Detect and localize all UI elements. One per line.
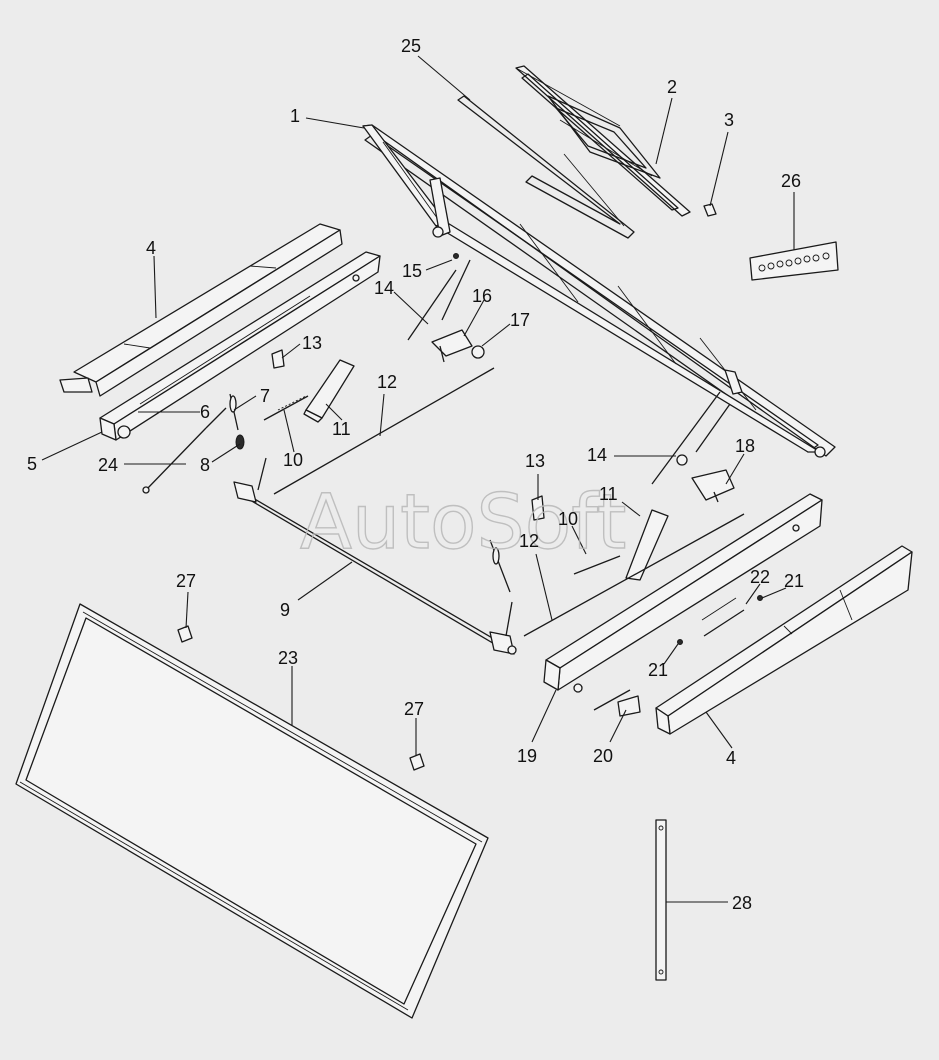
callout-14-upper: 14 [374,278,394,298]
callout-6: 6 [200,402,210,422]
callout-18: 18 [735,436,755,456]
part-26-terminal-plate [749,241,839,281]
part-4-cover-strip-left [59,223,343,397]
callout-12-lower: 12 [519,531,539,551]
callout-24: 24 [98,455,118,475]
callout-14-lower: 14 [587,445,607,465]
part-25-seal-strip [457,95,635,239]
part-1-upper-frame [362,124,836,458]
part-18-hinge-bracket [691,469,735,503]
callout-4-left: 4 [146,238,156,258]
callout-23: 23 [278,648,298,668]
part-3-clip [703,203,717,217]
callout-16: 16 [472,286,492,306]
part-8-spring-end [235,434,245,450]
callout-11-right: 11 [599,484,618,504]
part-12-rod-lower [523,513,745,637]
callout-12-upper: 12 [377,372,397,392]
callout-13-lower: 13 [525,451,545,471]
watermark-text: AutoSoft [300,477,626,566]
callout-17: 17 [510,310,530,330]
part-24-gas-strut [142,407,227,494]
callout-3: 3 [724,110,734,130]
part-15-pin [453,253,459,259]
part-2-window-frame [515,65,691,217]
callout-28: 28 [732,893,752,913]
part-14-strut-upper [407,259,471,341]
callout-15: 15 [402,261,422,281]
part-19-right-rail [543,493,823,693]
callout-10-left: 10 [283,450,303,470]
part-13-block-lower [531,495,545,521]
part-17-bushing [471,345,485,359]
callout-10-right: 10 [558,509,578,529]
part-21-pin-lower [677,639,683,645]
part-27-bracket-upper [177,625,193,643]
callout-21-lower: 21 [648,660,668,680]
part-9-frame-bar [233,457,517,655]
callout-1: 1 [290,106,300,126]
part-13-block-upper [271,349,285,369]
part-16-hinge-bracket [431,329,473,363]
part-4-cover-strip-right [655,545,913,735]
part-11-bracket-right [625,509,669,581]
part-7-spring [229,393,239,431]
part-21-pin-upper [757,595,763,601]
part-23-large-panel [15,603,489,1019]
spring-center [489,539,511,593]
part-12-rod-upper [273,367,495,495]
callout-26: 26 [781,171,801,191]
part-11-bracket-left [303,359,355,423]
leader-lines [41,55,795,903]
callout-22: 22 [750,567,770,587]
callout-19: 19 [517,746,537,766]
callout-5: 5 [27,454,37,474]
callout-labels: 1 2 3 4 4 5 6 7 8 9 10 10 11 11 12 12 13… [27,36,804,913]
callout-27-upper: 27 [176,571,196,591]
callout-8: 8 [200,455,210,475]
callout-7: 7 [260,386,270,406]
part-10-threaded-rod-left [263,395,309,421]
part-28-vertical-bar [655,819,667,981]
part-14-strut-lower [651,391,731,485]
part-20-latch [593,689,641,717]
callout-11-left: 11 [332,419,351,439]
callout-21-upper: 21 [784,571,804,591]
part-5-left-rail [99,251,381,441]
callout-27-lower: 27 [404,699,424,719]
callout-9: 9 [280,600,290,620]
callout-4-right: 4 [726,748,736,768]
part-10-threaded-rod-right [573,555,621,575]
callout-25: 25 [401,36,421,56]
callout-20: 20 [593,746,613,766]
part-27-bracket-lower [409,753,425,771]
part-22-lever [701,597,745,637]
callout-2: 2 [667,77,677,97]
callout-13-upper: 13 [302,333,322,353]
